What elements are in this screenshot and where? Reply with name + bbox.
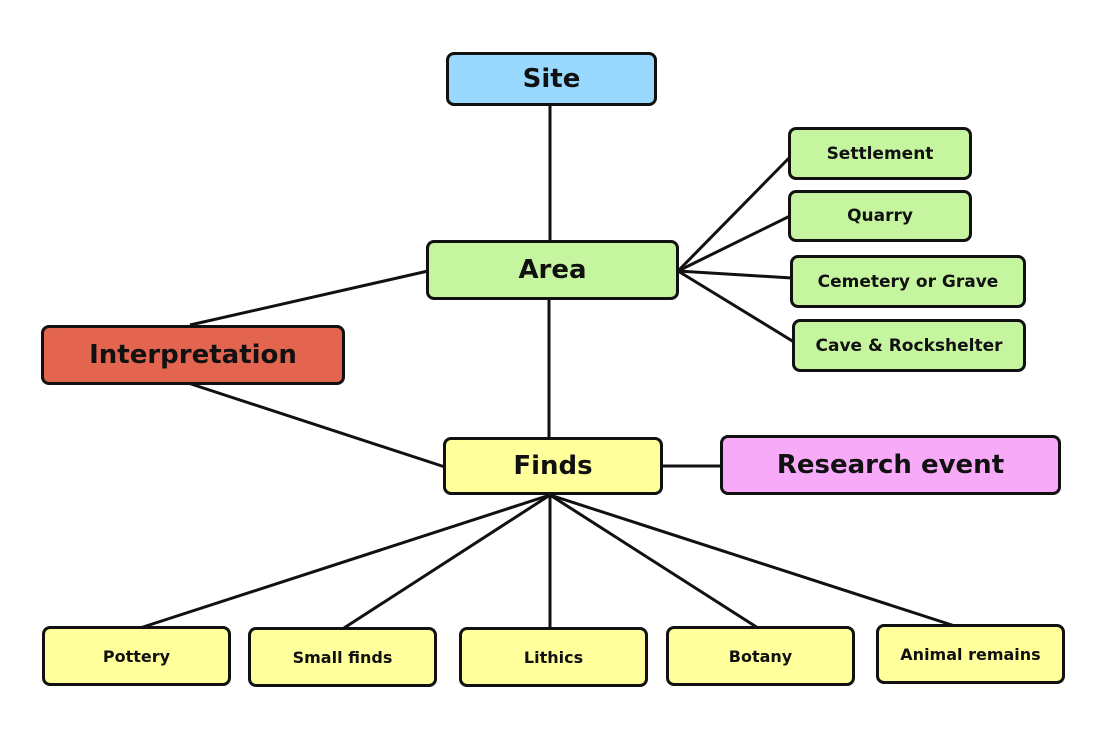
edge-area-settlement (676, 155, 792, 273)
edge-finds-animal-remains (549, 493, 959, 629)
node-interpretation: Interpretation (41, 325, 345, 385)
edge-area-cave (677, 269, 795, 344)
node-pottery: Pottery (42, 626, 231, 686)
node-small-finds: Small finds (248, 627, 437, 687)
edge-interpretation-finds (187, 381, 446, 469)
edge-finds-small-finds (343, 493, 551, 630)
node-site: Site (446, 52, 657, 106)
node-lithics: Lithics (459, 627, 648, 687)
edge-area-interpretation (189, 269, 429, 327)
node-area: Area (426, 240, 679, 300)
node-cemetery-or-grave: Cemetery or Grave (790, 255, 1026, 308)
node-quarry: Quarry (788, 190, 972, 242)
edge-finds-botany (549, 493, 759, 630)
node-research-event: Research event (720, 435, 1061, 495)
node-cave-rockshelter: Cave & Rockshelter (792, 319, 1026, 372)
edge-finds-pottery (139, 493, 551, 630)
edge-area-cemetery (677, 269, 793, 280)
node-settlement: Settlement (788, 127, 972, 180)
node-botany: Botany (666, 626, 855, 686)
node-finds: Finds (443, 437, 663, 495)
edge-area-quarry (677, 214, 791, 273)
node-animal-remains: Animal remains (876, 624, 1065, 684)
